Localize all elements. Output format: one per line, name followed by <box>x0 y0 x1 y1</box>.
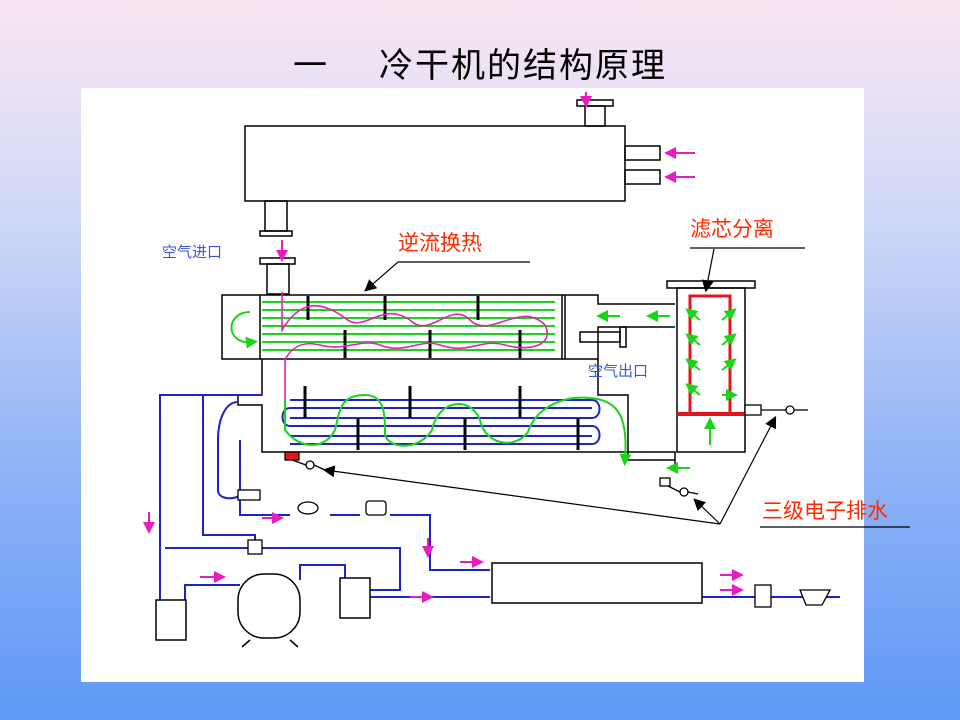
label-air-outlet: 空气出口 <box>588 362 648 380</box>
water-valves <box>754 584 832 608</box>
evaporator-baffles <box>303 386 580 450</box>
dryer-filter <box>365 500 387 516</box>
filter-air-arrows <box>596 308 738 474</box>
liquid-receiver <box>339 577 371 619</box>
exchanger-tubes <box>262 301 555 351</box>
air-inlet-pipe <box>259 257 296 295</box>
condenser-tank <box>244 99 661 237</box>
label-filter-separation: 滤芯分离 <box>690 217 774 241</box>
label-three-stage-drain: 三级电子排水 <box>762 499 888 523</box>
leader-lines <box>322 247 910 528</box>
diagram-panel <box>81 88 864 682</box>
section-number: 一 <box>293 46 329 86</box>
evaporator-coil <box>281 399 601 445</box>
section-title: 冷干机的结构原理 <box>379 46 667 86</box>
accumulator <box>155 599 187 641</box>
air-outlet-nozzle <box>579 326 627 348</box>
refrigerant-flow-arrows <box>143 512 744 603</box>
label-air-inlet: 空气进口 <box>162 243 222 261</box>
exchanger-return-loop <box>230 311 258 349</box>
expansion-valve <box>237 489 263 555</box>
slide-title: 一 冷干机的结构原理 <box>0 38 960 87</box>
compressor <box>237 573 301 648</box>
drain-valve-2 <box>659 477 699 497</box>
exchanger-air-path <box>281 292 548 400</box>
label-counterflow-heat-exchange: 逆流换热 <box>398 231 482 255</box>
drain-valve-3 <box>744 404 808 416</box>
air-heat-exchanger <box>221 294 675 360</box>
water-cooled-condenser <box>491 562 703 604</box>
drain-valve-1 <box>284 451 326 471</box>
sight-glass <box>297 501 319 515</box>
evaporator-air-path <box>284 393 632 466</box>
condenser-flow-arrows <box>580 92 695 183</box>
